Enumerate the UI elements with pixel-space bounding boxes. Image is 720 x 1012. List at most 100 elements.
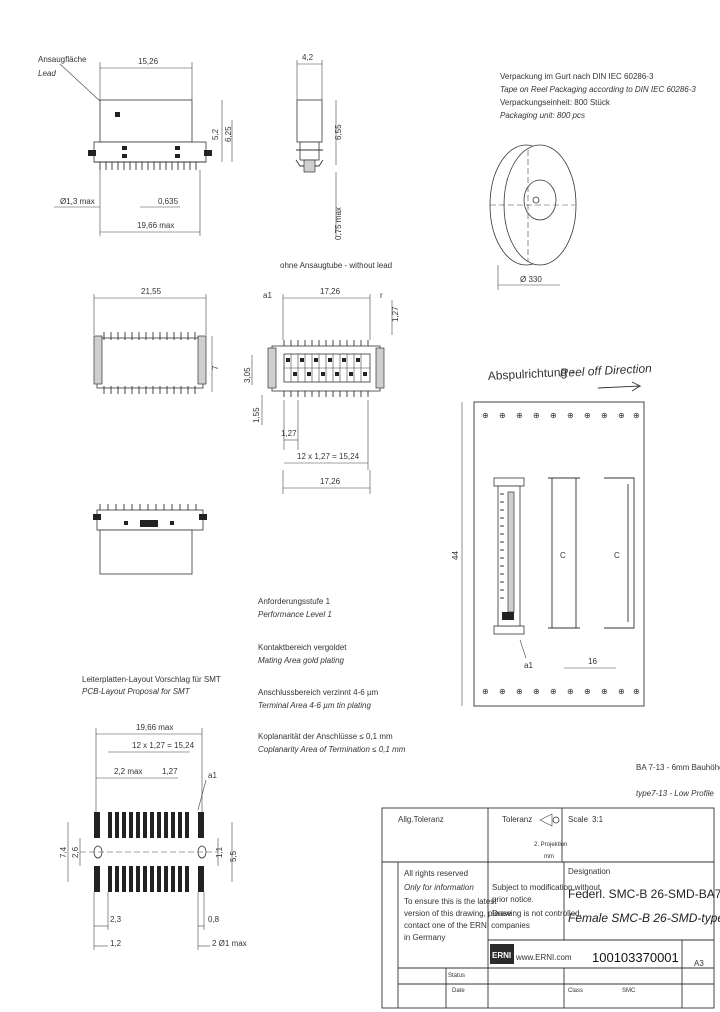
svg-text:⊕: ⊕ [499, 411, 506, 420]
svg-text:⊕: ⊕ [618, 411, 625, 420]
part-number: 100103370001 [592, 950, 679, 965]
top-dim-left: Ø1,3 max [60, 197, 95, 206]
top-dim-pitch: 0,635 [158, 197, 179, 206]
svg-text:⊕: ⊕ [633, 687, 640, 696]
bottom-dim-left1: 3,05 [243, 367, 252, 383]
pcb-title-de: Leiterplatten-Layout Vorschlag für SMT [82, 675, 221, 684]
top-dim-width: 15,26 [138, 57, 159, 66]
side-dim-bottom: 0,75 max [334, 207, 343, 240]
bottom-view: a1 17,26 r 1,27 3,05 [243, 287, 400, 494]
note1-de: Anforderungsstufe 1 [258, 597, 331, 606]
pcb-dim-pad-left: 2,3 [110, 915, 122, 924]
svg-text:⊕: ⊕ [482, 411, 489, 420]
ensure-line: To ensure this is the latest [404, 897, 497, 906]
type-en: type7-13 - Low Profile [636, 789, 714, 798]
pcb-dim-left2: 2,6 [71, 846, 80, 858]
svg-text:⊕: ⊕ [601, 687, 608, 696]
sprocket-holes-bottom: ⊕⊕ ⊕⊕ ⊕⊕ ⊕⊕ ⊕⊕ [482, 687, 640, 696]
bottom-grid [283, 353, 371, 383]
svg-text:⊕: ⊕ [482, 687, 489, 696]
contact-line: contact one of the ERNI companies [404, 921, 530, 930]
info-only: Only for information [404, 883, 474, 892]
note3-de: Anschlussbereich verzinnt 4-6 µm [258, 688, 379, 697]
note4-de: Koplanarität der Anschlüsse ≤ 0,1 mm [258, 732, 393, 741]
svg-text:⊕: ⊕ [516, 411, 523, 420]
bottom-dim-total: 17,26 [320, 477, 341, 486]
front-dim-width: 21,55 [141, 287, 162, 296]
svg-text:ERNI: ERNI [492, 951, 511, 960]
svg-text:⊕: ⊕ [516, 687, 523, 696]
part-name-de: Federl. SMC-B 26-SMD-BA7-13 [568, 887, 720, 901]
class-label: Class [568, 988, 583, 994]
control-line: Drawing is not controlled. [492, 909, 582, 918]
type-de: BA 7-13 - 6mm Bauhöhe [636, 763, 720, 772]
svg-text:⊕: ⊕ [550, 411, 557, 420]
pack-line4: Packaging unit: 800 pcs [500, 111, 585, 120]
svg-text:C: C [560, 551, 566, 560]
reel-dim: Ø 330 [520, 275, 542, 284]
lid-label-en: Lead [38, 69, 56, 78]
version-line: version of this drawing, please [404, 909, 512, 918]
pcb-dim-pitch: 1,27 [162, 767, 178, 776]
svg-text:⊕: ⊕ [533, 411, 540, 420]
reel-direction: Abspulrichtung - Reel off Direction 44 ⊕… [451, 361, 652, 707]
perspective-view [93, 504, 207, 575]
scale-label: Scale [568, 815, 589, 824]
front-contacts-top [103, 332, 196, 340]
pack-line3: Verpackungseinheit: 800 Stück [500, 98, 611, 107]
front-dim-height: 7 [211, 365, 220, 370]
tolerance-label: Toleranz [502, 815, 532, 824]
side-dim-top: 4,2 [302, 53, 314, 62]
pcb-layout: Leiterplatten-Layout Vorschlag für SMT P… [59, 675, 247, 950]
bottom-a1: a1 [263, 291, 272, 300]
note3-en: Terminal Area 4-6 µm tin plating [258, 701, 372, 710]
pcb-title-en: PCB-Layout Proposal for SMT [82, 687, 191, 696]
pcb-dim-bot-right: 2 Ø1 max [212, 939, 247, 948]
reel-title-de: Abspulrichtung - [487, 364, 574, 383]
revision: A3 [694, 959, 704, 968]
projection-label: 2. Projektion [534, 842, 567, 848]
general-tolerance: Allg.Toleranz [398, 815, 444, 824]
side-view: 4,2 6,55 0,75 max [295, 53, 343, 240]
designation-label: Designation [568, 867, 610, 876]
notes: Anforderungsstufe 1 Performance Level 1 … [258, 597, 406, 754]
svg-text:⊕: ⊕ [633, 411, 640, 420]
website: www.ERNI.com [515, 953, 572, 962]
pcb-dim-bot-left: 1,2 [110, 939, 122, 948]
pcb-dim-left1: 7,4 [59, 846, 68, 858]
scale-value: 3:1 [592, 815, 604, 824]
note1-en: Performance Level 1 [258, 610, 332, 619]
top-dim-h1: 5,2 [211, 128, 220, 140]
svg-text:⊕: ⊕ [584, 411, 591, 420]
svg-text:⊕: ⊕ [618, 687, 625, 696]
reel-side-dim: 44 [451, 551, 460, 560]
pcb-dim-left-offset: 2,2 max [114, 767, 142, 776]
rights-line: All rights reserved [404, 869, 468, 878]
note4-en: Coplanarity Area of Termination ≤ 0,1 mm [258, 745, 406, 754]
pcb-dim-pitch-total: 12 x 1,27 = 15,24 [132, 741, 195, 750]
top-dim-h2: 6,25 [224, 126, 233, 142]
bottom-dim-right: 1,27 [391, 306, 400, 322]
pcb-dim-total: 19,66 max [136, 723, 173, 732]
lid-label-de: Ansaugfläche [38, 55, 87, 64]
note2-de: Kontaktbereich vergoldet [258, 643, 347, 652]
svg-text:⊕: ⊕ [567, 687, 574, 696]
part-name-en: Female SMC-B 26-SMD-type7-13 [568, 911, 720, 925]
reel-pitch: 16 [588, 657, 597, 666]
date-label: Date [452, 988, 465, 994]
projection-symbol [539, 813, 560, 827]
pcb-dim-pad-right: 0,8 [208, 915, 220, 924]
bottom-dim-top: 17,26 [320, 287, 341, 296]
prior-line: prior notice. [492, 895, 534, 904]
front-contacts-bottom [103, 386, 196, 394]
erni-logo: ERNI [490, 944, 514, 964]
bottom-corner-r: r [380, 291, 383, 300]
pack-line2: Tape on Reel Packaging according to DIN … [500, 85, 696, 94]
pcb-pads-bottom [94, 866, 204, 892]
packaging-info: Verpackung im Gurt nach DIN IEC 60286-3 … [489, 72, 696, 290]
status-label: Status [448, 973, 465, 979]
bottom-dim-pitch: 1,27 [281, 429, 297, 438]
svg-text:⊕: ⊕ [567, 411, 574, 420]
germany-line: in Germany [404, 933, 445, 942]
